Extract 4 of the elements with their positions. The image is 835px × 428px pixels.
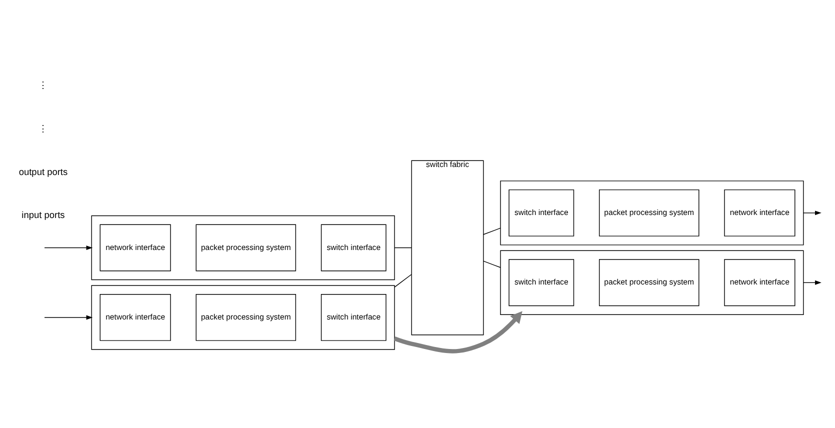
- label: input ports: [22, 210, 65, 220]
- label: ⋮: [38, 80, 48, 90]
- label: ⋮: [38, 123, 48, 134]
- label: output ports: [18, 166, 68, 177]
